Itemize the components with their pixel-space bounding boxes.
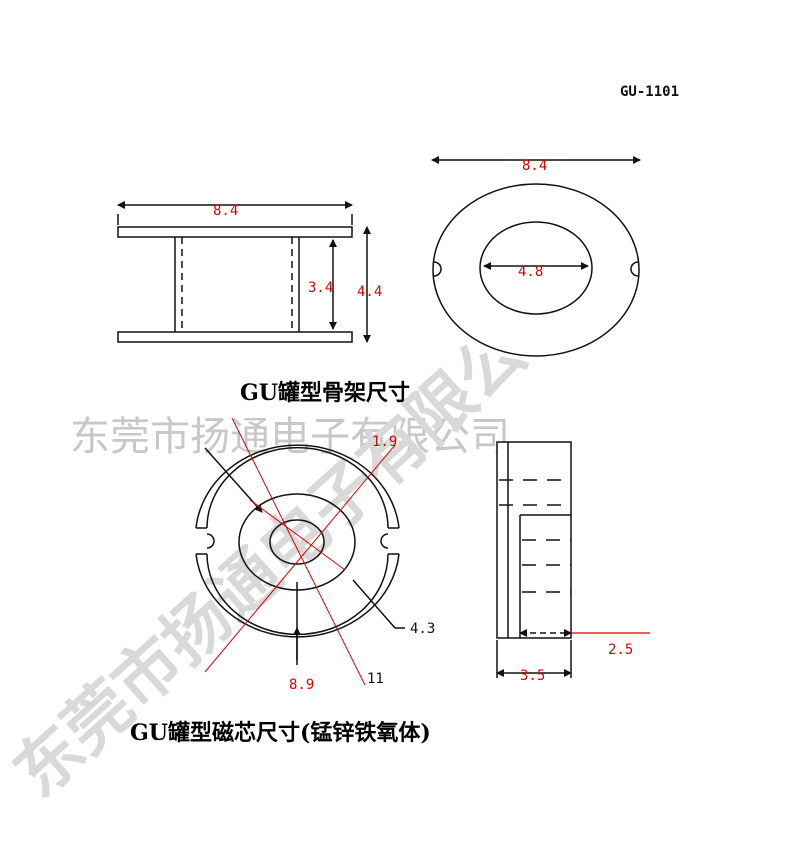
bobbin-caption: GU罐型骨架尺寸	[240, 380, 410, 406]
notch-right	[380, 533, 389, 549]
core-top-view	[195, 444, 405, 665]
core-caption: GU罐型磁芯尺寸(锰锌铁氧体)	[130, 720, 431, 746]
top-outer-label: 8.4	[522, 158, 547, 174]
inner-shell-top	[206, 446, 389, 529]
bobbin-width-label: 8.4	[213, 203, 238, 219]
core-side-view	[496, 441, 572, 678]
notch-left	[433, 261, 442, 277]
dim-1-9-label: 1.9	[372, 434, 397, 450]
inner-bore	[479, 221, 593, 315]
dim-11-label: 11	[367, 671, 384, 687]
notch-left	[206, 533, 215, 549]
watermark-horizontal: 东莞市扬通电子有限公司	[70, 414, 510, 460]
dim-8-9-label: 8.9	[289, 677, 314, 693]
top-flange	[117, 226, 353, 238]
leader-line	[352, 579, 396, 629]
dim-4-3-label: 4.3	[410, 621, 435, 637]
core-red-dimensions	[204, 417, 396, 686]
outer-shell-top	[195, 444, 400, 529]
bottom-flange	[117, 331, 353, 343]
outer-ring	[432, 183, 640, 357]
red-diagonal	[231, 417, 366, 686]
red-diagonal	[249, 499, 346, 571]
red-diagonal	[204, 444, 396, 673]
part-code: GU-1101	[620, 84, 679, 100]
dim-3-5-label: 3.5	[520, 668, 545, 684]
bobbin-side-view	[117, 201, 371, 343]
bobbin-top-view	[431, 156, 641, 357]
center-bore	[269, 519, 325, 565]
bobbin-inner-height-label: 3.4	[308, 280, 333, 296]
dim-2-5-label: 2.5	[608, 642, 633, 658]
bobbin-outer-height-label: 4.4	[357, 284, 382, 300]
top-inner-label: 4.8	[518, 264, 543, 280]
notch-right	[630, 261, 639, 277]
